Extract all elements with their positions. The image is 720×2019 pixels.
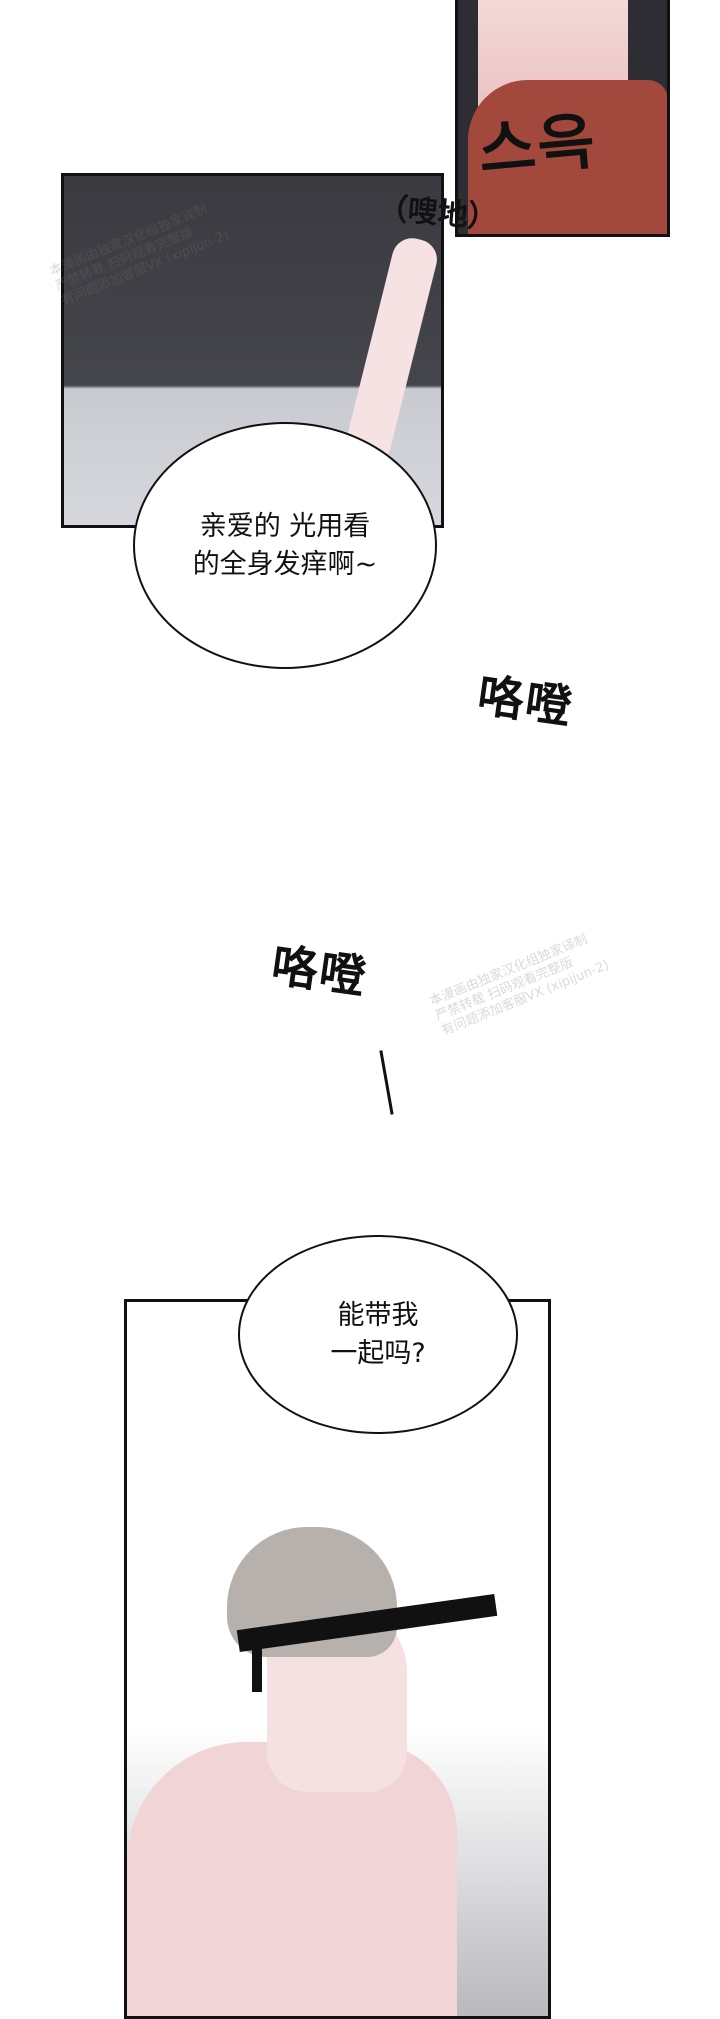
speech-line: 一起吗? <box>330 1337 426 1369</box>
speech-line: 能带我 <box>337 1299 419 1331</box>
sfx-1: 咯噔 <box>474 667 577 735</box>
speech-line: 亲爱的 光用看 <box>199 510 371 542</box>
motion-line <box>379 1050 394 1115</box>
arm <box>341 233 441 469</box>
red-cloth <box>468 80 667 234</box>
blindfold-tie <box>252 1632 262 1692</box>
watermark: 本漫画由独家汉化组独家译制 严禁转载 扫码观看完整版 有问题添加客服VX (xi… <box>428 928 612 1040</box>
sfx-2: 咯噔 <box>268 937 371 1005</box>
speech-bubble-1: 亲爱的 光用看 的全身发痒啊~ <box>133 422 437 669</box>
speech-line: 的全身发痒啊~ <box>192 548 378 580</box>
top-right-panel <box>455 0 670 237</box>
sfx-korean: 스윽 <box>475 103 600 187</box>
speech-bubble-2: 能带我 一起吗? <box>238 1235 518 1434</box>
